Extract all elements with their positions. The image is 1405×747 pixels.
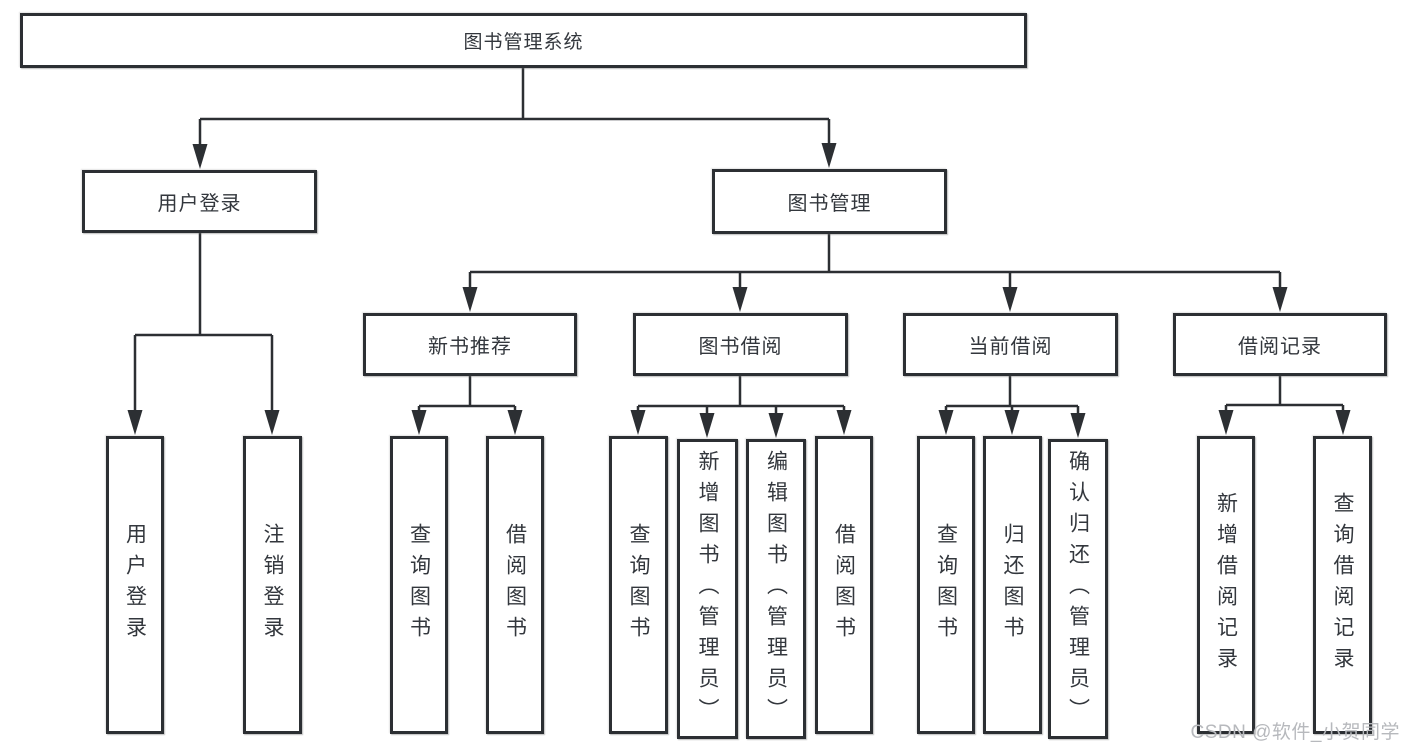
arrowhead-current-borrowing-2 — [1070, 413, 1086, 438]
arrowhead-current-borrowing-1 — [1004, 410, 1020, 435]
node-add-book-admin: 新增图书（管理员） — [677, 439, 738, 739]
arrowhead-root-1 — [821, 143, 837, 168]
arrowhead-borrowing-records-1 — [1335, 410, 1351, 435]
node-borrow-books-recommend: 借阅图书 — [486, 436, 544, 734]
node-query-books-current: 查询图书 — [917, 436, 975, 734]
node-query-books-recommend: 查询图书 — [390, 436, 448, 734]
arrowhead-book-management-3 — [1272, 287, 1288, 312]
arrowhead-book-management-2 — [1002, 287, 1018, 312]
arrowhead-new-book-recommend-1 — [507, 410, 523, 435]
arrowhead-user-login-0 — [127, 410, 143, 435]
arrowhead-borrowing-records-0 — [1218, 410, 1234, 435]
node-current-borrowing: 当前借阅 — [903, 313, 1118, 376]
node-library-system: 图书管理系统 — [20, 13, 1027, 68]
node-book-management: 图书管理 — [712, 169, 947, 234]
node-add-borrow-record: 新增借阅记录 — [1197, 436, 1255, 734]
node-user-login: 用户登录 — [106, 436, 164, 734]
node-query-borrow-record: 查询借阅记录 — [1313, 436, 1372, 734]
watermark-text: CSDN @软件_小贺同学 — [1190, 722, 1400, 743]
node-borrowing-records: 借阅记录 — [1173, 313, 1387, 376]
node-book-borrowing: 图书借阅 — [633, 313, 848, 376]
arrowhead-book-management-1 — [732, 287, 748, 312]
arrowhead-new-book-recommend-0 — [411, 410, 427, 435]
arrowhead-book-borrowing-2 — [768, 413, 784, 438]
node-query-books-borrowing: 查询图书 — [609, 436, 668, 734]
arrowhead-book-management-0 — [462, 287, 478, 312]
node-edit-book-admin: 编辑图书（管理员） — [746, 439, 806, 739]
arrowhead-current-borrowing-0 — [938, 410, 954, 435]
arrowhead-book-borrowing-1 — [699, 413, 715, 438]
node-new-book-recommend: 新书推荐 — [363, 313, 577, 376]
arrowhead-root-0 — [192, 144, 208, 169]
node-borrow-books-borrowing: 借阅图书 — [815, 436, 873, 734]
arrowhead-book-borrowing-3 — [836, 410, 852, 435]
arrowhead-user-login-1 — [264, 410, 280, 435]
arrowhead-book-borrowing-0 — [630, 410, 646, 435]
node-logout: 注销登录 — [243, 436, 302, 734]
node-return-books: 归还图书 — [983, 436, 1042, 734]
node-user-login-group: 用户登录 — [82, 170, 317, 233]
node-confirm-return-admin: 确认归还（管理员） — [1048, 439, 1108, 739]
